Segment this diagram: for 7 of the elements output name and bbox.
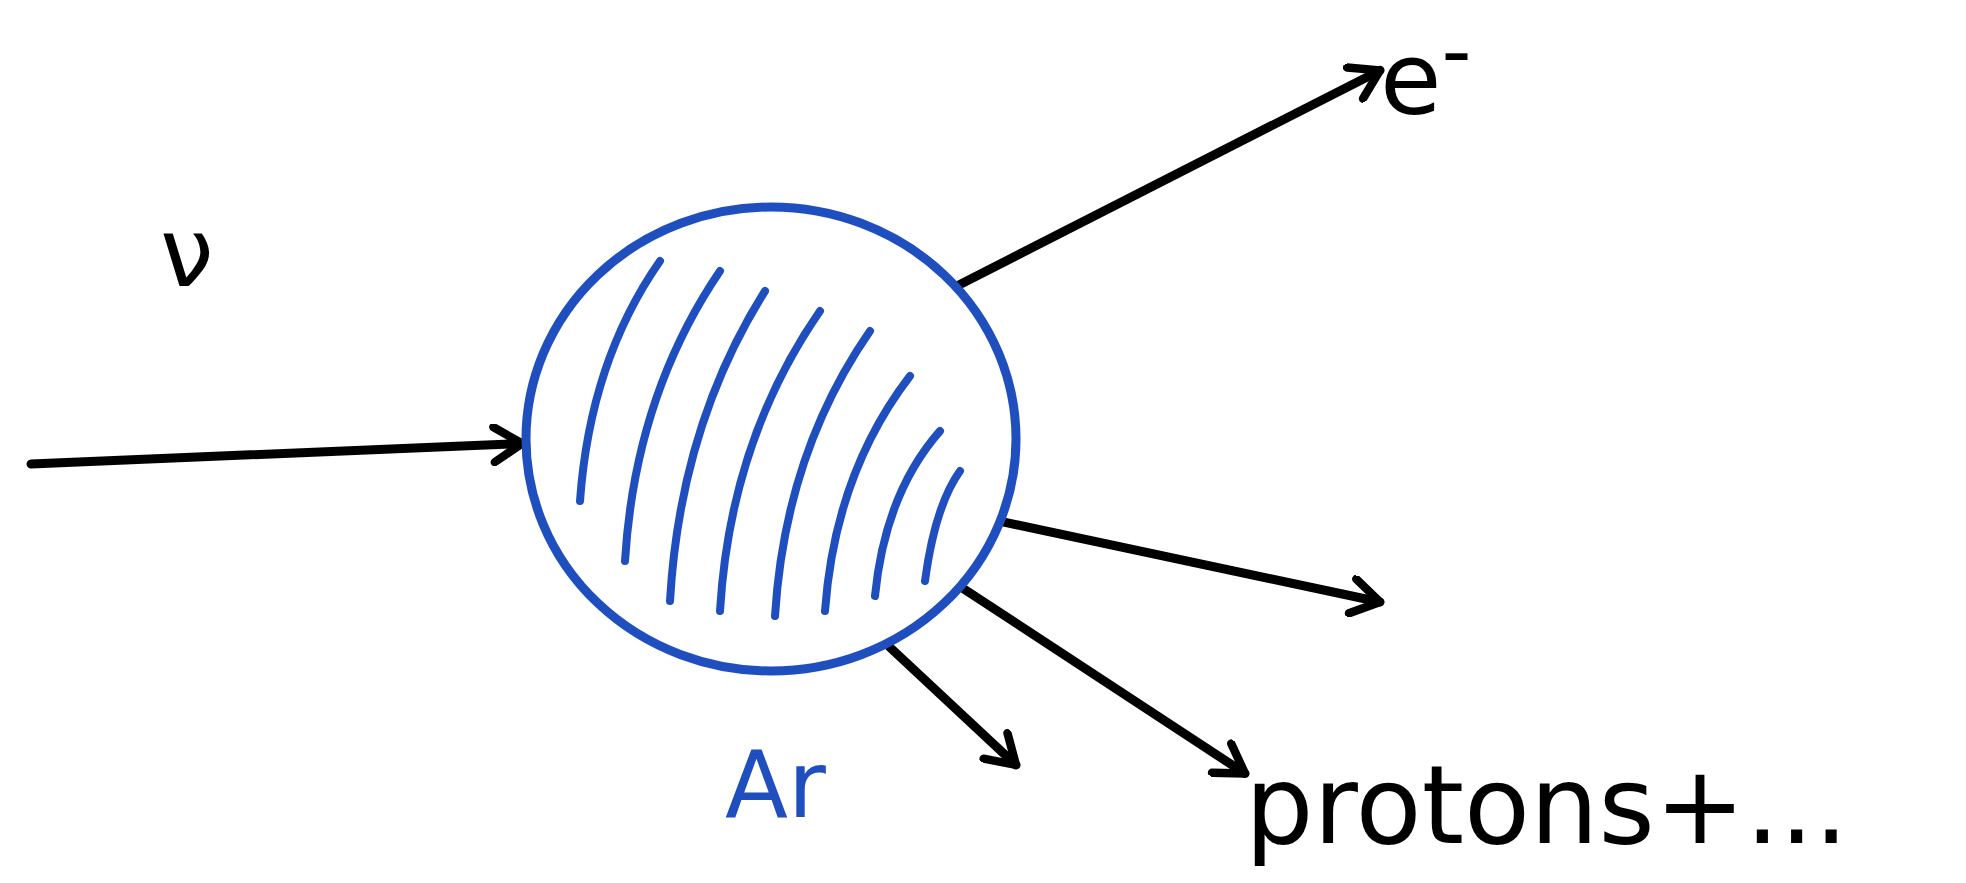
particle-label: protons+... <box>1245 743 1849 868</box>
element-label: Ar <box>725 740 826 832</box>
nucleus-drawing <box>520 201 1022 677</box>
particle-label: e$^{-}$ <box>1380 21 1472 139</box>
arrow <box>959 584 1250 778</box>
arrow <box>884 642 1021 770</box>
arrow <box>954 63 1385 290</box>
